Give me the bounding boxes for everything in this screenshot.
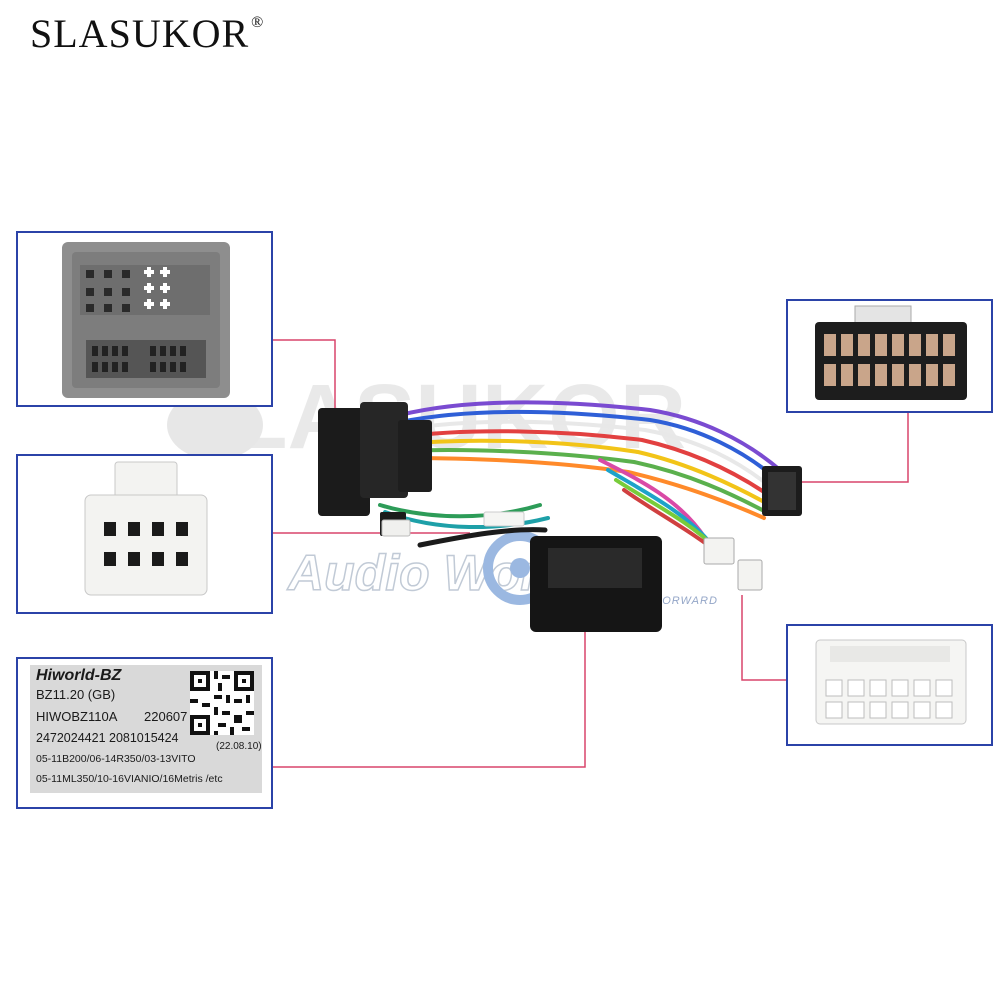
label-model: BZ11.20 (GB) xyxy=(36,687,116,702)
white-12pin-socket xyxy=(815,639,967,725)
brand-logo: SLASUKOR® xyxy=(30,10,264,57)
harness-tag-label xyxy=(483,511,525,527)
canbus-decoder-box xyxy=(530,536,662,632)
watermark-lock-icon xyxy=(167,390,263,460)
harness-small-white-connector xyxy=(381,519,411,537)
label-serial: 2472024421 2081015424 xyxy=(36,731,179,745)
label-code: HIWOBZ110A xyxy=(36,709,118,724)
audio-work-logo: Audio Work ALWAYS FORWARD xyxy=(285,531,717,607)
harness-main-connector xyxy=(318,402,432,536)
harness-right-black-connector xyxy=(762,466,802,516)
label-brand: Hiworld-BZ xyxy=(36,667,122,684)
wire-bundle xyxy=(378,400,782,558)
leader-line-top-right xyxy=(798,412,909,483)
leader-line-bottom-left xyxy=(272,628,586,768)
leader-line-top-left xyxy=(272,339,336,408)
leader-lines xyxy=(272,339,909,768)
product-label-sticker: Hiworld-BZ BZ11.20 (GB) HIWOBZ110A 22060… xyxy=(30,665,262,793)
brand-name: SLASUKOR xyxy=(30,11,250,56)
label-date: 220607 xyxy=(144,709,188,724)
label-compat-line-2: 05-11ML350/10-16VIANIO/16Metris /etc xyxy=(36,773,223,785)
leader-line-bottom-right xyxy=(741,595,788,681)
registered-mark: ® xyxy=(251,14,265,31)
qr-code-icon xyxy=(190,671,254,735)
label-compat-line-1: 05-11B200/06-14R350/03-13VITO xyxy=(36,753,196,765)
grey-quadlock-connector xyxy=(62,242,230,398)
black-16pin-connector xyxy=(815,305,967,400)
label-version: (22.08.10) xyxy=(216,741,262,752)
white-6pin-plug xyxy=(84,461,208,596)
harness-right-white-connector xyxy=(703,537,763,591)
